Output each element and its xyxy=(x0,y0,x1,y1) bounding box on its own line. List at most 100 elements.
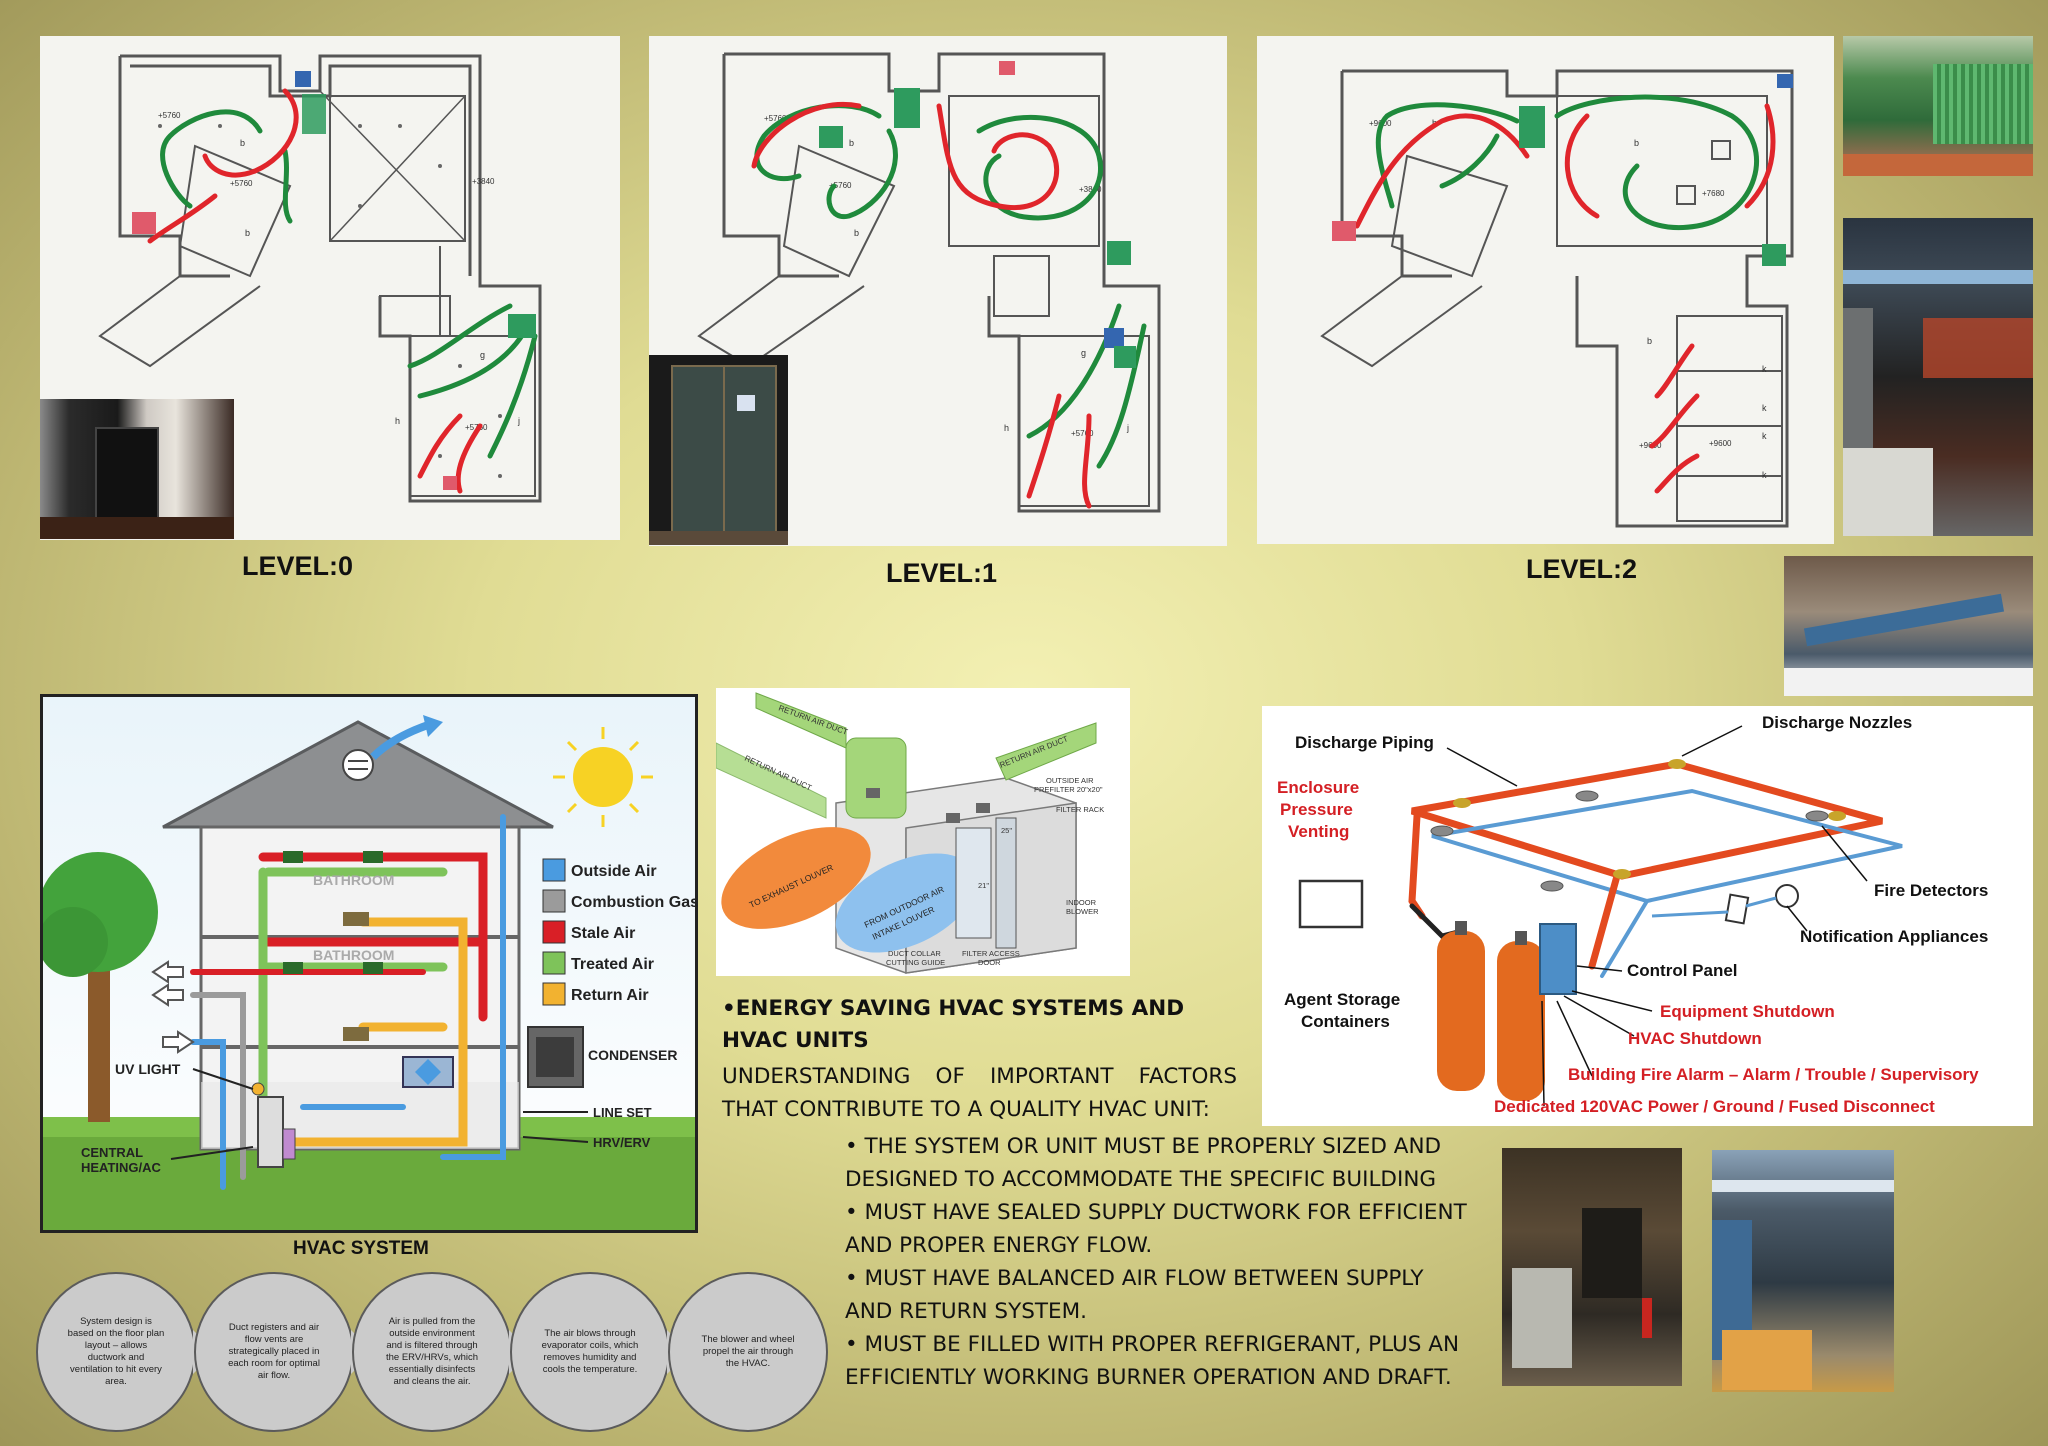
fire-detectors-label: Fire Detectors xyxy=(1874,881,1988,900)
building-alarm-label: Building Fire Alarm – Alarm / Trouble / … xyxy=(1568,1065,1979,1084)
central-label: HEATING/AC xyxy=(81,1160,162,1175)
service-corridor-photo xyxy=(1712,1150,1894,1392)
agent-storage-cylinder xyxy=(1437,921,1545,1101)
legend-swatch xyxy=(542,982,566,1006)
elevator-photo xyxy=(40,399,234,539)
vent-unit xyxy=(1519,106,1545,148)
factor-item: • MUST BE FILLED WITH PROPER REFRIGERANT… xyxy=(845,1332,1460,1390)
room-letter: g xyxy=(480,350,485,360)
elevation-mark: +5760 xyxy=(1071,429,1094,438)
factor-item: • MUST HAVE SEALED SUPPLY DUCTWORK FOR E… xyxy=(845,1200,1467,1258)
vent-unit xyxy=(894,88,920,128)
legend-label: Combustion Gas xyxy=(571,894,695,911)
sun-icon xyxy=(553,727,653,827)
corridor-photo xyxy=(1843,218,2033,536)
control-panel-box xyxy=(1539,923,1577,995)
condenser-label: CONDENSER xyxy=(588,1047,677,1063)
room-letter: h xyxy=(1004,423,1009,433)
legend-label: Treated Air xyxy=(571,956,654,973)
room-letter: b xyxy=(849,138,854,148)
notification-appliance xyxy=(1724,893,1750,925)
room-letter: h xyxy=(395,416,400,426)
pressure-vent xyxy=(1298,879,1364,929)
room-letter: b xyxy=(1647,336,1652,346)
duct-diagram: RETURN AIR DUCT RETURN AIR DUCT RETURN A… xyxy=(716,688,1130,976)
room-letter: b xyxy=(240,138,245,148)
legend-swatch xyxy=(542,858,566,882)
outside-air-prefilter-label: OUTSIDE AIR xyxy=(1046,776,1094,785)
equipment-shutdown-label: Equipment Shutdown xyxy=(1660,1002,1835,1021)
notification-appliance xyxy=(1775,884,1799,908)
ceiling-fixture xyxy=(1676,185,1696,205)
return-duct-top xyxy=(845,737,907,819)
legend-swatch xyxy=(542,951,566,975)
vent-register-icon xyxy=(283,851,383,974)
enclosure-venting-label: Pressure xyxy=(1280,800,1353,819)
dimension-label: 25" xyxy=(1001,826,1012,835)
enclosure-venting-label: Venting xyxy=(1288,822,1349,841)
indoor-blower-label: BLOWER xyxy=(1066,907,1099,916)
agent-storage-label: Agent Storage xyxy=(1284,990,1400,1009)
vent-unit xyxy=(1332,221,1356,241)
dedicated-power-label: Dedicated 120VAC Power / Ground / Fused … xyxy=(1494,1097,1935,1116)
legend-label: Return Air xyxy=(571,987,649,1004)
vent-unit xyxy=(819,126,843,148)
filter-rack-label: FILTER RACK xyxy=(1056,805,1104,814)
duct-collar-label: CUTTING GUIDE xyxy=(886,958,945,967)
energy-saving-heading: •ENERGY SAVING HVAC SYSTEMS AND HVAC UNI… xyxy=(722,996,1185,1053)
room-letter: b xyxy=(854,228,859,238)
room-letter: k xyxy=(1762,431,1767,441)
room-letter: g xyxy=(1081,348,1086,358)
vent-unit xyxy=(999,61,1015,75)
vent-unit xyxy=(302,94,326,134)
level-2-label: LEVEL:2 xyxy=(1526,554,1638,584)
room-letter: k xyxy=(1762,364,1767,374)
elevation-mark: +3840 xyxy=(1079,185,1102,194)
factor-item: • MUST HAVE BALANCED AIR FLOW BETWEEN SU… xyxy=(845,1266,1424,1324)
room-furniture xyxy=(343,912,369,1041)
legend-label: Outside Air xyxy=(571,863,657,880)
room-letter: k xyxy=(1762,403,1767,413)
dimension-label: 21" xyxy=(978,881,989,890)
elevation-mark: +5760 xyxy=(230,179,253,188)
outside-air-prefilter-label: PREFILTER 20"x20" xyxy=(1034,785,1103,794)
legend: Outside Air Combustion Gas Stale Air Tre… xyxy=(542,858,695,1006)
hvac-system-diagram: BATHROOM BATHROOM Outside Air Combustion… xyxy=(40,694,698,1233)
detector-icon xyxy=(1430,790,1829,892)
intro-paragraph: UNDERSTANDING OF IMPORTANT FACTORS THAT … xyxy=(722,1064,1237,1122)
factor-list: • THE SYSTEM OR UNIT MUST BE PROPERLY SI… xyxy=(845,1130,1475,1394)
legend-swatch xyxy=(542,889,566,913)
elevation-mark: +9600 xyxy=(1709,439,1732,448)
central-label: CENTRAL xyxy=(81,1145,143,1160)
uv-light-label: UV LIGHT xyxy=(115,1061,181,1077)
room-letter: b xyxy=(245,228,250,238)
electrical-room-photo xyxy=(1502,1148,1682,1386)
room-letter: b xyxy=(1634,138,1639,148)
vent-unit xyxy=(1777,74,1793,88)
vent-unit xyxy=(1114,346,1136,368)
nozzle-icon xyxy=(1453,759,1846,879)
room-letter: j xyxy=(1126,423,1129,433)
room-letter: k xyxy=(1762,470,1767,480)
room-letter: j xyxy=(517,416,520,426)
hvac-shutdown-label: HVAC Shutdown xyxy=(1628,1029,1762,1048)
rooftop-garden-photo xyxy=(1843,36,2033,176)
elevation-mark: +5760 xyxy=(158,111,181,120)
filter-access-label: DOOR xyxy=(978,958,1001,967)
bathroom-mid-label: BATHROOM xyxy=(313,947,394,963)
level-1-label: LEVEL:1 xyxy=(886,558,998,588)
ceiling-fixture xyxy=(1711,140,1731,160)
filter-access-label: FILTER ACCESS xyxy=(962,949,1020,958)
legend-swatch xyxy=(542,920,566,944)
exhaust-duct xyxy=(721,827,871,929)
elevation-mark: +7680 xyxy=(1702,189,1725,198)
indoor-blower-label: INDOOR xyxy=(1066,898,1097,907)
hvac-system-caption: HVAC SYSTEM xyxy=(293,1238,429,1259)
process-step: System design is based on the floor plan… xyxy=(36,1272,196,1432)
discharge-piping-label: Discharge Piping xyxy=(1295,733,1434,752)
enclosure-venting-label: Enclosure xyxy=(1277,778,1359,797)
process-step: The blower and wheel propel the air thro… xyxy=(668,1272,828,1432)
tree-icon xyxy=(43,852,158,1122)
process-step: The air blows through evaporator coils, … xyxy=(510,1272,670,1432)
line-set-label: LINE SET xyxy=(593,1105,652,1120)
